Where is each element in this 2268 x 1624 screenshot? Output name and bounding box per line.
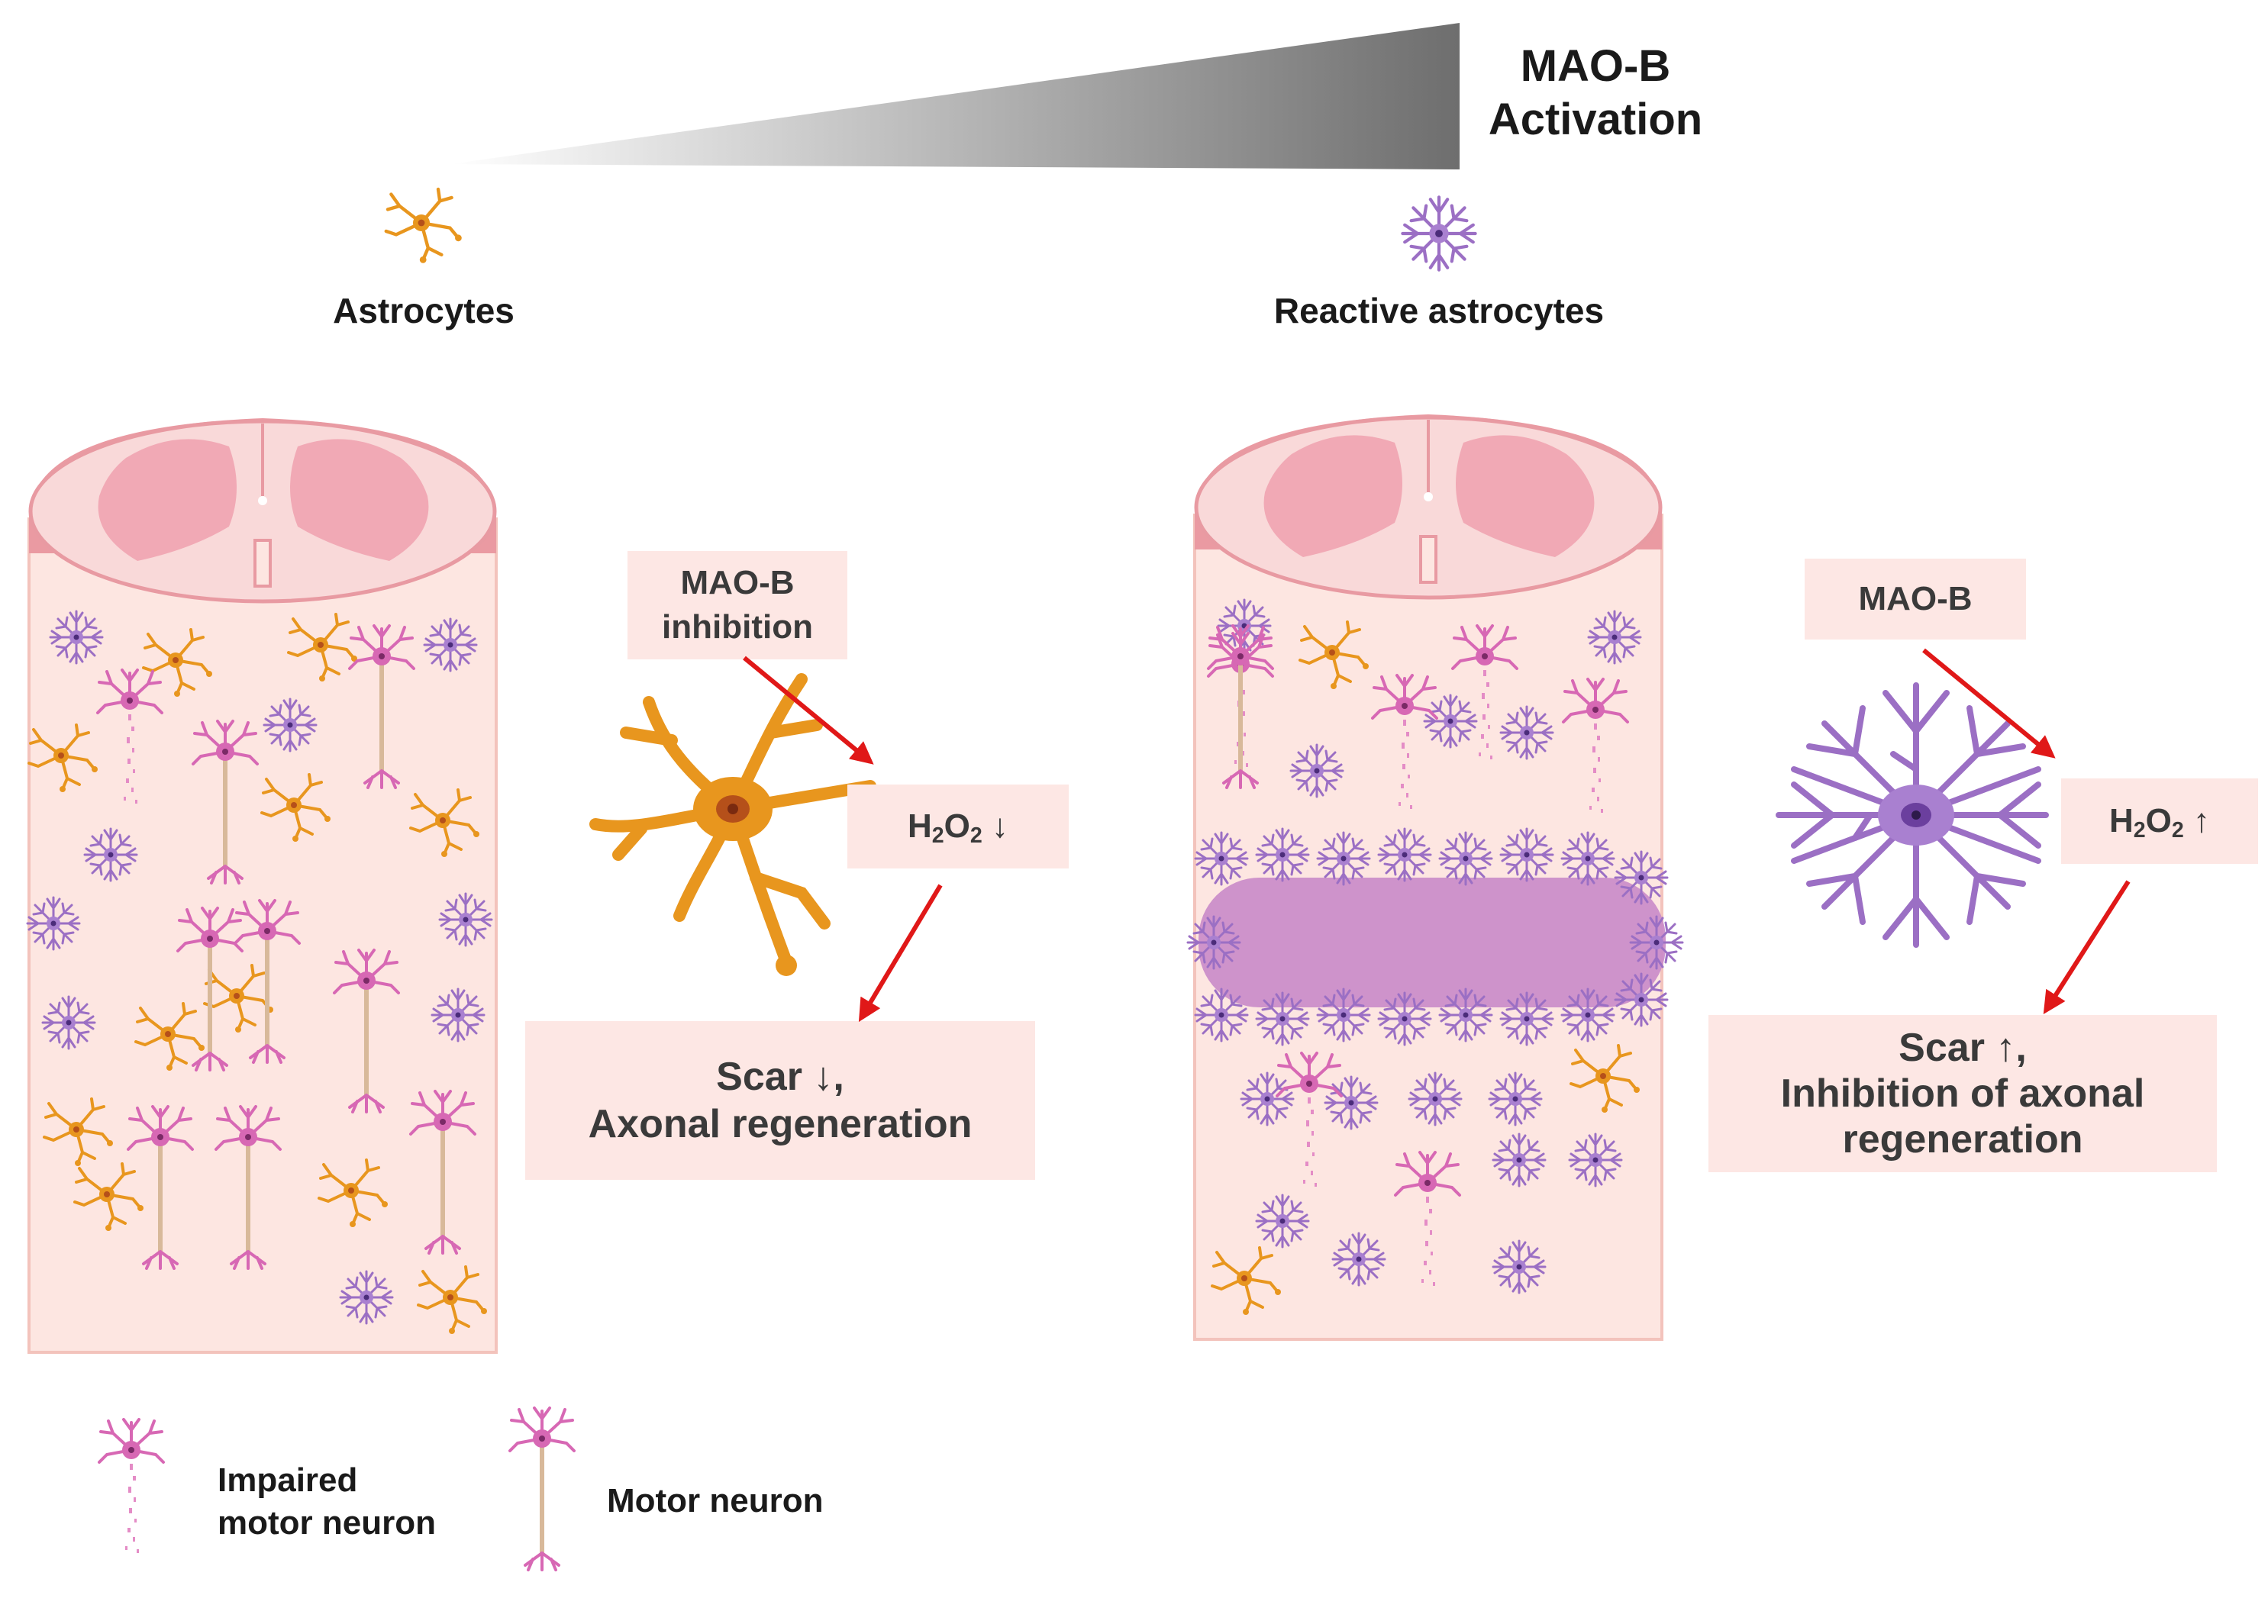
astrocyte-icon <box>386 189 462 263</box>
mao-b-inhibition-box <box>627 551 847 659</box>
h2o2-sub2: 2 <box>2171 818 2184 843</box>
astrocytes-label: Astrocytes <box>333 291 515 330</box>
left-spinal-cord <box>27 418 498 1354</box>
impaired-label-line2: motor neuron <box>218 1504 436 1542</box>
red-arrow <box>858 884 943 1023</box>
h2o2-o: O <box>2145 802 2172 839</box>
right-outcome-text: Scar ↑, Inhibition of axonal regeneratio… <box>1708 1015 2217 1172</box>
h2o2-sub2: 2 <box>969 823 982 849</box>
up-arrow-icon: ↑ <box>2193 802 2211 839</box>
h2o2-sub1: 2 <box>2133 818 2146 843</box>
h2o2-h: H <box>2108 802 2134 839</box>
red-arrow <box>743 656 874 765</box>
impaired-motor-neuron-label: Impaired motor neuron <box>218 1459 436 1545</box>
right-outcome-box <box>1708 1015 2217 1172</box>
mao-b-inhibition-line1: MAO-B <box>680 564 795 601</box>
motor-neuron-legend-icon <box>510 1408 574 1570</box>
large-reactive-astrocyte-illustration <box>1776 682 2049 948</box>
mao-b-inhibition-text: MAO-B inhibition <box>627 551 847 659</box>
left-outcome-line1: Scar ↓, <box>716 1055 844 1099</box>
mao-b-box <box>1805 559 2026 640</box>
large-astrocyte-illustration <box>589 673 876 976</box>
h2o2-increase-box <box>2061 778 2258 864</box>
mao-b-text: MAO-B <box>1805 559 2026 640</box>
reactive-astrocytes-label: Reactive astrocytes <box>1273 291 1605 330</box>
right-outcome-line3: regeneration <box>1842 1117 2083 1162</box>
red-arrow <box>1922 648 2056 759</box>
h2o2-decrease-text: H2O2 ↓ <box>847 785 1069 868</box>
h2o2-decrease-box <box>847 785 1069 868</box>
left-outcome-box <box>525 1021 1035 1180</box>
motor-neuron-label: Motor neuron <box>607 1482 824 1519</box>
red-arrow <box>2043 880 2131 1015</box>
h2o2-h: H <box>907 807 932 845</box>
right-outcome-line1: Scar ↑, <box>1899 1026 2027 1070</box>
gradient-label-line1: MAO-B <box>1520 41 1671 91</box>
h2o2-o: O <box>944 807 970 845</box>
mao-b-line1: MAO-B <box>1858 580 1973 617</box>
right-outcome-line2: Inhibition of axonal <box>1780 1071 2145 1116</box>
mao-b-activation-gradient <box>450 23 1460 169</box>
h2o2-sub1: 2 <box>931 823 944 849</box>
reactive-astrocyte-icon <box>1402 197 1475 269</box>
impaired-label-line1: Impaired <box>218 1461 358 1499</box>
glial-scar <box>1186 827 1684 1046</box>
left-outcome-line2: Axonal regeneration <box>588 1102 973 1146</box>
left-outcome-text: Scar ↓, Axonal regeneration <box>525 1021 1035 1180</box>
impaired-motor-neuron-legend-icon <box>98 1418 165 1555</box>
mao-b-inhibition-line2: inhibition <box>662 608 813 646</box>
h2o2-increase-text: H2O2 ↑ <box>2061 778 2258 864</box>
down-arrow-icon: ↓ <box>992 807 1009 845</box>
gradient-label-line2: Activation <box>1488 95 1703 144</box>
gradient-label: MAO-B Activation <box>1481 40 1710 147</box>
